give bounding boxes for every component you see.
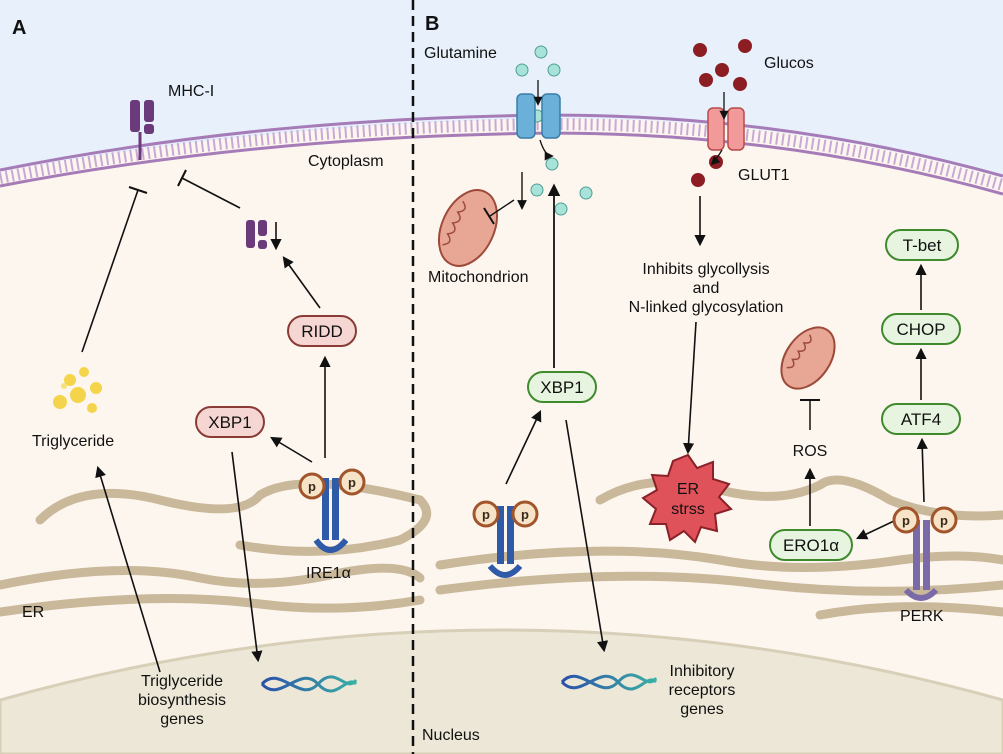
xbp1-a-label: XBP1 [208, 413, 251, 432]
arrow-receptor-xbp1 [505, 409, 542, 485]
inhibit-line-triglyceride [81, 189, 139, 353]
triglyceride-label: Triglyceride [32, 433, 114, 450]
arrow-perk-atf4 [916, 437, 928, 503]
mhc-label: MHC-I [168, 83, 214, 100]
arrow-ridd-mhc [282, 256, 321, 309]
arrow-perk-ero1 [855, 519, 897, 540]
glucose-label: Glucos [764, 55, 814, 72]
er-stress-burst [641, 453, 733, 544]
glucose-molecules [691, 39, 752, 187]
er-label: ER [22, 604, 44, 621]
perk-label: PERK [900, 608, 944, 625]
arrow-xbp1-dna-b [565, 419, 609, 653]
nucleus-label: Nucleus [422, 727, 480, 744]
inhibit-line-mhc-internal [181, 177, 241, 209]
chop-pill [881, 313, 961, 345]
inhibit-mito [489, 199, 515, 217]
ire1-receptor-icon [487, 506, 523, 578]
nucleus-bg [0, 628, 1003, 754]
chop-label: CHOP [896, 320, 945, 339]
arrow-genes-triglyceride [95, 465, 161, 673]
glutamine-label: Glutamine [424, 45, 497, 62]
dna-icon [260, 675, 358, 693]
extracellular-bg [0, 0, 1003, 178]
phosphate-label: p [940, 513, 948, 528]
inhibits-label-1: Inhibits glycollysis [642, 261, 769, 278]
cytoplasm-label: Cytoplasm [308, 153, 384, 170]
er-stress-label-2: strss [671, 501, 705, 518]
inhib-genes-label-1: Inhibitory [670, 663, 735, 680]
tg-genes-label-1: Triglyceride [141, 673, 223, 690]
panel-label-a: A [12, 17, 26, 39]
tbet-pill [885, 229, 959, 261]
glutamine-transporter-icon [516, 93, 561, 139]
tg-genes-label-2: biosynthesis [138, 692, 226, 709]
plasma-membrane [0, 113, 1003, 196]
arrow-inhibits-erstress [682, 321, 697, 455]
arrow-ire1-xbp1 [270, 436, 313, 463]
ire1-label: IRE1α [306, 565, 351, 582]
ridd-label: RIDD [301, 322, 343, 341]
inhib-genes-label-3: genes [680, 701, 724, 718]
ero1-pill [769, 529, 853, 561]
atf4-pill [881, 403, 961, 435]
phosphate-label: p [902, 513, 910, 528]
xbp1-b-label: XBP1 [540, 378, 583, 397]
inhibits-label-2: and [693, 280, 720, 297]
phosphate-icon [892, 506, 958, 534]
phosphate-label: p [308, 479, 316, 494]
xbp1-a-pill [195, 406, 265, 438]
panel-label-b: B [425, 13, 439, 35]
mhc-internalized-icon [246, 220, 267, 249]
phosphate-label: p [521, 507, 529, 522]
inhibits-label-3: N-linked glycosylation [629, 299, 784, 316]
atf4-label: ATF4 [901, 410, 941, 429]
tbet-label: T-bet [903, 236, 942, 255]
arrow-xbp1-dna-a [231, 451, 263, 663]
phosphate-icon [472, 500, 539, 528]
er-stress-label-1: ER [677, 481, 699, 498]
er-membrane [0, 475, 1003, 620]
inhib-genes-label-2: receptors [669, 682, 736, 699]
perk-receptor-icon [903, 520, 939, 601]
glutamine-molecules [515, 45, 593, 216]
mitochondrion-label: Mitochondrion [428, 269, 529, 286]
lipid-droplet-icon [53, 367, 102, 413]
phosphate-label: p [482, 507, 490, 522]
mitochondrion-icon [780, 326, 836, 390]
ire1-receptor-icon [313, 478, 349, 553]
mhc-receptor-icon [130, 100, 154, 160]
xbp1-b-pill [527, 371, 597, 403]
dna-icon [560, 673, 658, 691]
ridd-pill [287, 315, 357, 347]
glut1-label: GLUT1 [738, 167, 790, 184]
phosphate-icon [298, 468, 366, 500]
tg-genes-label-3: genes [160, 711, 204, 728]
ero1-label: ERO1α [783, 536, 839, 555]
phosphate-label: p [348, 475, 356, 490]
ros-label: ROS [793, 443, 828, 460]
mitochondrion-icon [437, 189, 499, 267]
